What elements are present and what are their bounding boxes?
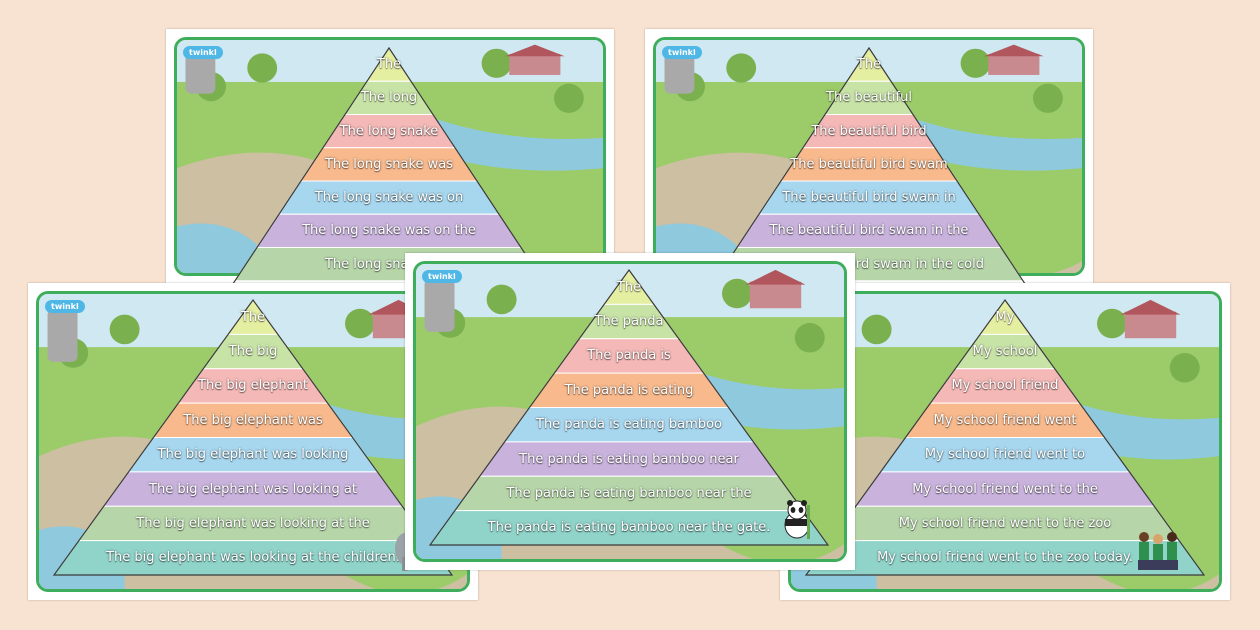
pyramid-row-text: The beautiful	[826, 90, 912, 106]
twinkl-logo: twinkl	[45, 300, 85, 313]
pyramid-row-text: The panda is eating bamboo near	[519, 451, 739, 467]
pyramid-row-text: The	[856, 57, 882, 73]
pyramid-row-text: The	[616, 279, 642, 295]
pyramid-row-text: The big	[228, 344, 278, 360]
pyramid-row-text: The beautiful bird swam in the	[769, 223, 969, 239]
pyramid-row-text: The long snake was on the	[302, 223, 476, 239]
pyramid-row-text: The	[240, 309, 266, 325]
pyramid-row-text: The beautiful bird	[811, 123, 927, 139]
pyramid-row-text: My school friend went to the zoo	[898, 515, 1112, 531]
twinkl-logo: twinkl	[662, 46, 702, 59]
pyramid-row-text: My school friend went	[933, 412, 1077, 428]
pyramid-row-text: The panda is eating bamboo near the gate…	[487, 520, 771, 536]
pyramid-row-text: The long snake was	[324, 156, 454, 172]
pyramid-shape	[52, 298, 454, 576]
pyramid-row-text: The panda is eating bamboo near the	[506, 485, 752, 501]
pyramid-row-text: The big elephant was looking at the chil…	[106, 550, 400, 566]
pyramid-row-text: The panda	[594, 314, 664, 330]
pyramid-row-text: The long snake	[339, 123, 439, 139]
pyramid-outline	[804, 298, 1206, 576]
panda-icon	[784, 500, 810, 539]
pyramid-row-text: The beautiful bird swam	[790, 156, 948, 172]
children-group-icon	[1138, 532, 1178, 570]
pyramid-outline	[428, 268, 830, 546]
pyramid-row-text: The panda is eating	[564, 382, 694, 398]
pyramid-row-text: The beautiful bird swam in	[782, 190, 956, 206]
pyramid-shape	[804, 298, 1206, 576]
pyramid-row-text: The big elephant was looking	[157, 447, 349, 463]
pyramid-row-text: The big elephant was looking at	[149, 481, 357, 497]
pyramid-row-text: The big elephant was	[183, 412, 323, 428]
pyramid-row-text: My school friend went to the	[912, 481, 1098, 497]
pyramid-row-text: The panda is eating bamboo	[536, 417, 722, 433]
pyramid-row-text: The long	[360, 90, 418, 106]
twinkl-logo: twinkl	[422, 270, 462, 283]
pyramid-row-text: The big elephant was looking at the	[136, 515, 370, 531]
pyramid-row-text: The long snake was on	[314, 190, 464, 206]
pyramid-row-text: My school	[972, 344, 1038, 360]
pyramid-row-text: My	[995, 309, 1015, 325]
pyramid-outline	[52, 298, 454, 576]
pyramid-row-text: The big elephant	[198, 378, 308, 394]
pyramid-row-text: My school friend	[951, 378, 1059, 394]
pyramid-row-text: The panda is	[587, 348, 671, 364]
pyramid-shape	[428, 268, 830, 546]
pyramid-row-text: My school friend went to	[924, 447, 1086, 463]
pyramid-shape	[691, 46, 1047, 315]
pyramid-row-text: My school friend went to the zoo today.	[877, 550, 1133, 566]
pyramid-row-text: The	[376, 57, 402, 73]
twinkl-logo: twinkl	[183, 46, 223, 59]
sentence-pyramid: My My school My school friend My school fri…	[804, 298, 1206, 576]
